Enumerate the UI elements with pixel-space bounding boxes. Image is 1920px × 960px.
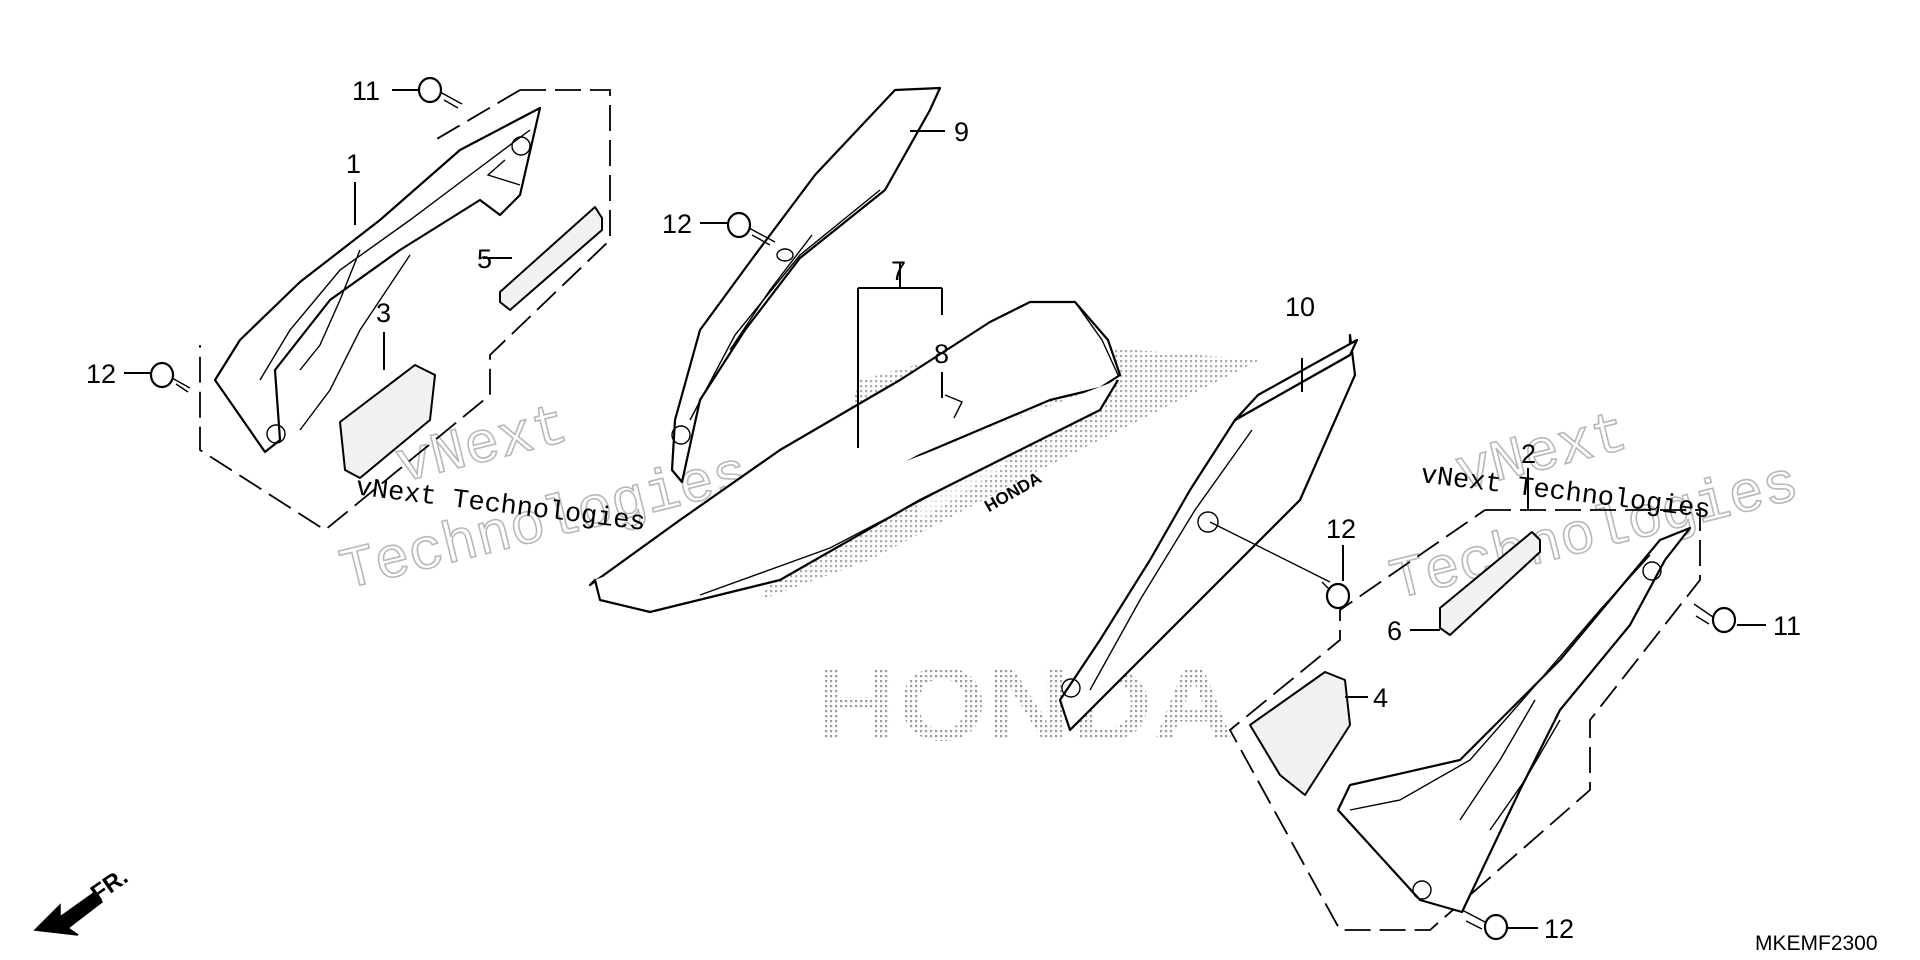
part-2-right-side-cover [1336, 526, 1692, 914]
callout-11-left: 11 [352, 76, 380, 106]
part-5-left-strip [499, 206, 603, 311]
front-direction-arrow: FR. [33, 863, 133, 936]
background-brand-wordmark: HONDA [815, 647, 1235, 763]
callout-10: 10 [1285, 292, 1315, 322]
part-4-right-pad [1249, 671, 1351, 796]
part-1-left-side-cover [213, 106, 542, 454]
bolt-11-right [1693, 603, 1737, 634]
callout-1: 1 [346, 149, 361, 179]
callout-12-left-lower: 12 [86, 359, 116, 389]
diagram-reference-code: MKEMF2300 [1755, 932, 1878, 955]
callout-5: 5 [477, 244, 492, 274]
callout-12-right-lower: 12 [1544, 914, 1574, 944]
bolt-11-left [417, 76, 463, 109]
callout-7: 7 [891, 256, 906, 286]
callout-12-upper: 12 [662, 209, 692, 239]
bolt-12-middle [1321, 581, 1351, 610]
left-assembly-box [199, 89, 611, 532]
bolt-12-upper [726, 211, 776, 246]
callout-8: 8 [934, 339, 949, 369]
right-assembly-box [1228, 509, 1701, 931]
part-3-left-pad [339, 364, 436, 479]
callout-2: 2 [1521, 439, 1536, 469]
callout-9: 9 [954, 117, 969, 147]
bolt-12-left-lower [149, 361, 191, 393]
left-assembly-box-top [434, 89, 521, 141]
bolt-12-right-lower [1461, 909, 1509, 941]
callout-3: 3 [376, 298, 391, 328]
callout-12-middle: 12 [1326, 514, 1356, 544]
callout-4: 4 [1373, 683, 1388, 713]
leader-7 [857, 262, 943, 448]
part-10-side-panel [1058, 333, 1359, 732]
part-6-right-strip [1439, 531, 1541, 636]
callout-11-right: 11 [1773, 611, 1801, 641]
part-9-upper-panel [670, 86, 942, 484]
callout-6: 6 [1387, 616, 1402, 646]
